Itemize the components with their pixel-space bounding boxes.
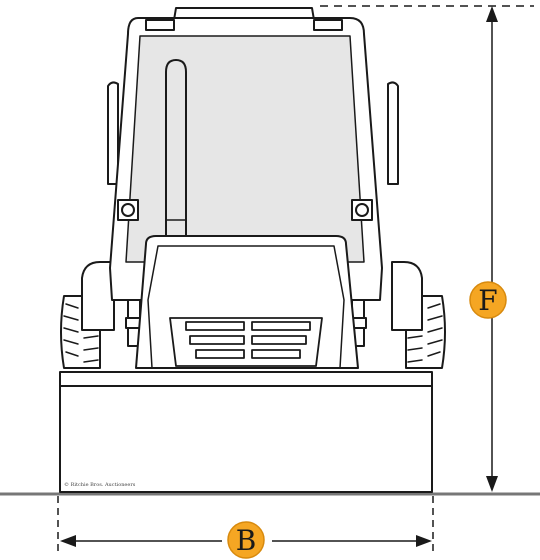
width-label: B <box>236 524 257 557</box>
left-fender <box>81 261 115 331</box>
copyright-text: © Ritchie Bros. Auctioneers <box>64 481 136 488</box>
height-dimension: F <box>320 5 534 492</box>
cab-glass <box>125 35 365 263</box>
tractor <box>59 7 446 493</box>
width-dimension: B <box>57 496 434 559</box>
width-arrow-left <box>60 535 76 547</box>
height-arrow-top <box>486 6 498 22</box>
loader-bucket-top <box>59 371 433 387</box>
height-label: F <box>478 284 497 317</box>
roof-light-right <box>313 19 343 31</box>
right-fender <box>391 261 423 331</box>
loader-bucket <box>59 385 433 493</box>
grille <box>169 317 323 367</box>
height-arrow-bottom <box>486 476 498 492</box>
exhaust-stack <box>165 59 187 247</box>
hood-inner <box>147 245 345 369</box>
width-arrow-right <box>416 535 432 547</box>
work-light-right <box>351 199 373 221</box>
work-light-left <box>117 199 139 221</box>
height-label-badge <box>469 281 507 319</box>
right-mirror <box>387 81 399 185</box>
roof-light-left <box>145 19 175 31</box>
width-label-badge <box>227 521 265 559</box>
left-mirror <box>107 81 119 185</box>
